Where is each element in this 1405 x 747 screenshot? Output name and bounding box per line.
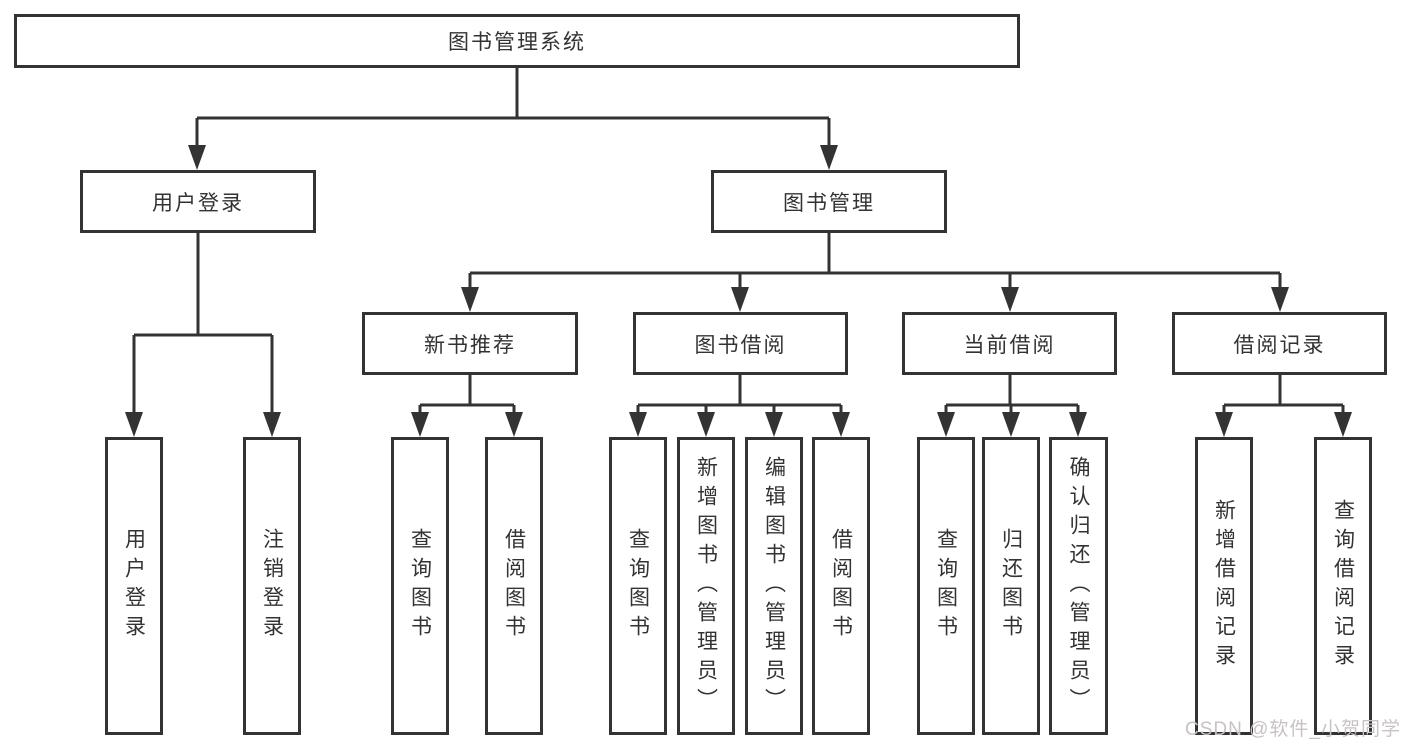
arrowhead-icon	[1001, 287, 1019, 312]
node-label: 查询图书	[626, 528, 650, 644]
node-label: 借阅图书	[502, 528, 526, 644]
leaf-br-query-record: 查询借阅记录	[1314, 437, 1372, 735]
node-label: 借阅记录	[1233, 333, 1326, 357]
node-label: 用户登录	[152, 191, 244, 215]
arrowhead-icon	[505, 412, 523, 437]
node-label: 当前借阅	[963, 333, 1056, 357]
node-borrow-records: 借阅记录	[1172, 312, 1387, 375]
arrowhead-icon	[125, 412, 143, 437]
leaf-nbr-borrow-books: 借阅图书	[485, 437, 543, 735]
arrowhead-icon	[765, 412, 783, 437]
arrowhead-icon	[820, 145, 838, 170]
arrowhead-icon	[263, 412, 281, 437]
node-label: 查询图书	[408, 528, 432, 644]
arrowhead-icon	[629, 412, 647, 437]
node-label: 确认归还（管理员）	[1067, 455, 1090, 717]
arrowhead-icon	[1002, 412, 1020, 437]
node-label: 编辑图书（管理员）	[762, 455, 786, 717]
node-label: 图书管理系统	[448, 31, 586, 54]
arrowhead-icon	[188, 145, 206, 170]
leaf-bb-query-books: 查询图书	[609, 437, 667, 735]
node-current-borrow: 当前借阅	[902, 312, 1117, 375]
watermark: CSDN @软件_小贺同学	[1185, 719, 1401, 740]
leaf-bb-borrow-books: 借阅图书	[812, 437, 870, 735]
node-label: 归还图书	[999, 528, 1023, 644]
leaf-bb-edit-books: 编辑图书（管理员）	[745, 437, 803, 735]
arrowhead-icon	[1271, 287, 1289, 312]
node-label: 注销登录	[260, 528, 284, 644]
leaf-br-add-record: 新增借阅记录	[1195, 437, 1253, 735]
leaf-user-login: 用户登录	[105, 437, 163, 735]
leaf-nbr-query-books: 查询图书	[391, 437, 449, 735]
leaf-cb-return-books: 归还图书	[982, 437, 1040, 735]
node-user-login: 用户登录	[80, 170, 316, 233]
arrowhead-icon	[461, 287, 479, 312]
arrowhead-icon	[731, 287, 749, 312]
node-new-book-rec: 新书推荐	[362, 312, 578, 375]
node-label: 新增图书（管理员）	[694, 455, 718, 717]
arrowhead-icon	[697, 412, 715, 437]
leaf-bb-add-books: 新增图书（管理员）	[677, 437, 735, 735]
node-label: 新增借阅记录	[1212, 499, 1236, 673]
arrowhead-icon	[411, 412, 429, 437]
arrowhead-icon	[937, 412, 955, 437]
node-book-mgmt: 图书管理	[711, 170, 947, 233]
arrowhead-icon	[1069, 412, 1087, 437]
node-label: 查询图书	[934, 528, 958, 644]
node-label: 借阅图书	[829, 528, 853, 644]
arrowhead-icon	[1215, 412, 1233, 437]
leaf-cb-query-books: 查询图书	[917, 437, 975, 735]
node-label: 图书借阅	[694, 333, 787, 357]
node-root: 图书管理系统	[14, 14, 1020, 68]
arrowhead-icon	[832, 412, 850, 437]
node-label: 图书管理	[783, 191, 875, 215]
leaf-cb-confirm-return: 确认归还（管理员）	[1049, 437, 1108, 735]
arrowhead-icon	[1334, 412, 1352, 437]
leaf-logout: 注销登录	[243, 437, 301, 735]
node-label: 新书推荐	[424, 333, 516, 357]
node-book-borrow: 图书借阅	[633, 312, 848, 375]
node-label: 用户登录	[122, 528, 146, 644]
node-label: 查询借阅记录	[1331, 499, 1355, 673]
